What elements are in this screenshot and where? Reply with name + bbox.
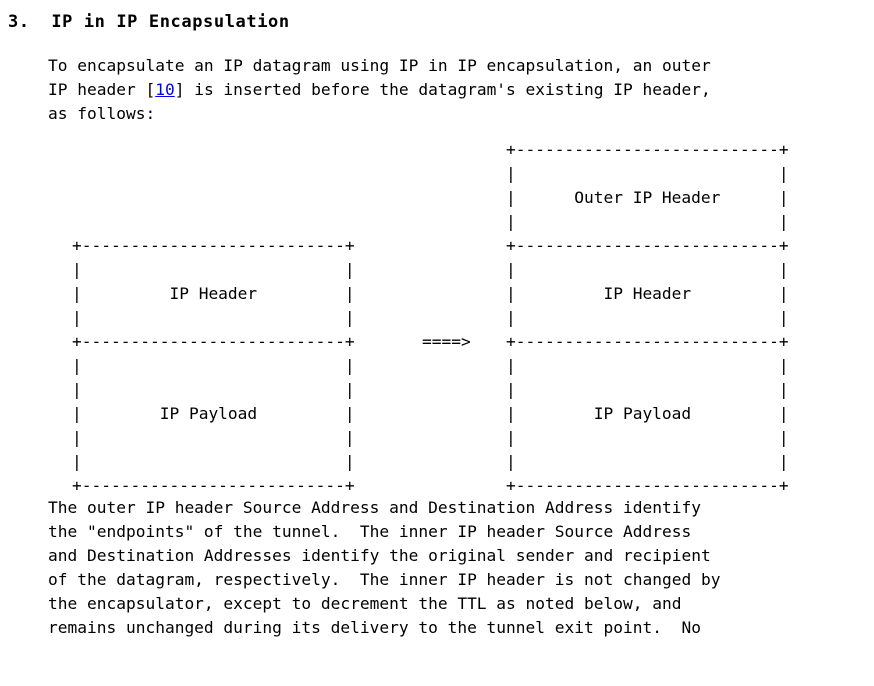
encapsulated-datagram-ascii-block: +---------------------------+ | | | Oute… bbox=[506, 140, 789, 495]
intro-text-after-link: ] is inserted before the datagram's exis… bbox=[48, 80, 711, 123]
inner-datagram-ascii-block: +---------------------------+ | | | IP H… bbox=[72, 236, 355, 495]
encapsulation-arrow-icon: ====> bbox=[422, 332, 471, 351]
closing-paragraph: The outer IP header Source Address and D… bbox=[48, 498, 721, 637]
intro-paragraph: To encapsulate an IP datagram using IP i… bbox=[0, 32, 874, 126]
encapsulation-diagram: +---------------------------+ | | | IP H… bbox=[0, 126, 874, 496]
reference-link-10[interactable]: 10 bbox=[155, 80, 175, 99]
intro-text-before-link: To encapsulate an IP datagram using IP i… bbox=[48, 56, 711, 99]
page-title: 3. IP in IP Encapsulation bbox=[8, 12, 290, 32]
